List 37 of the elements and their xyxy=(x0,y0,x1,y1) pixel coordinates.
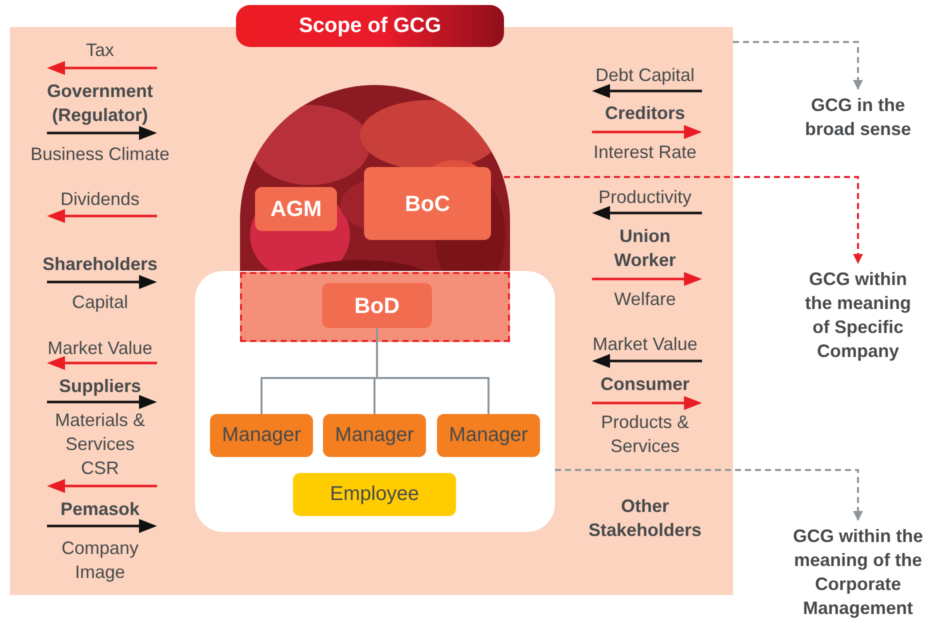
stakeholder-name: Government (Regulator) xyxy=(15,79,185,127)
flow-label: CSR xyxy=(80,457,120,480)
stakeholder-group-label: Other Stakeholders xyxy=(587,495,703,542)
stakeholder-name: Creditors xyxy=(560,101,730,125)
arrow xyxy=(504,176,863,264)
flow-label: Company Image xyxy=(60,537,140,584)
flow-label: Tax xyxy=(84,39,115,62)
flow-label: Business Climate xyxy=(29,143,171,166)
arrow xyxy=(733,41,863,90)
role-box: Employee xyxy=(293,473,456,516)
flow-label: Debt Capital xyxy=(594,64,696,87)
flow-label: Market Value xyxy=(592,333,698,356)
stakeholder-name: Pemasok xyxy=(15,497,185,521)
highlight-band xyxy=(240,272,510,342)
arrow xyxy=(555,469,863,521)
role-box: Manager xyxy=(210,414,313,457)
role-box: BoC xyxy=(364,167,491,240)
stakeholder-name: Shareholders xyxy=(15,252,185,276)
flow-label: Dividends xyxy=(59,188,141,211)
flow-label: Interest Rate xyxy=(592,141,698,164)
flow-label: Productivity xyxy=(597,186,693,209)
role-box: Manager xyxy=(323,414,426,457)
stakeholder-name: Union Worker xyxy=(590,224,700,272)
flow-label: Capital xyxy=(70,291,130,314)
flow-label: Welfare xyxy=(613,288,677,311)
flow-label: Products & Services xyxy=(600,411,690,458)
stakeholder-name: Suppliers xyxy=(15,374,185,398)
role-box: Manager xyxy=(437,414,540,457)
scope-label: GCG in the broad sense xyxy=(793,93,923,141)
role-box: BoD xyxy=(322,283,432,328)
flow-label: Market Value xyxy=(46,337,154,360)
stakeholder-name: Consumer xyxy=(560,372,730,396)
role-box: AGM xyxy=(255,187,337,231)
title-banner: Scope of GCG xyxy=(236,5,504,47)
scope-label: GCG within the meaning of the Corporate Management xyxy=(788,524,928,620)
flow-label: Materials & Services xyxy=(54,409,146,456)
scope-label: GCG within the meaning of Specific Company xyxy=(797,267,919,363)
